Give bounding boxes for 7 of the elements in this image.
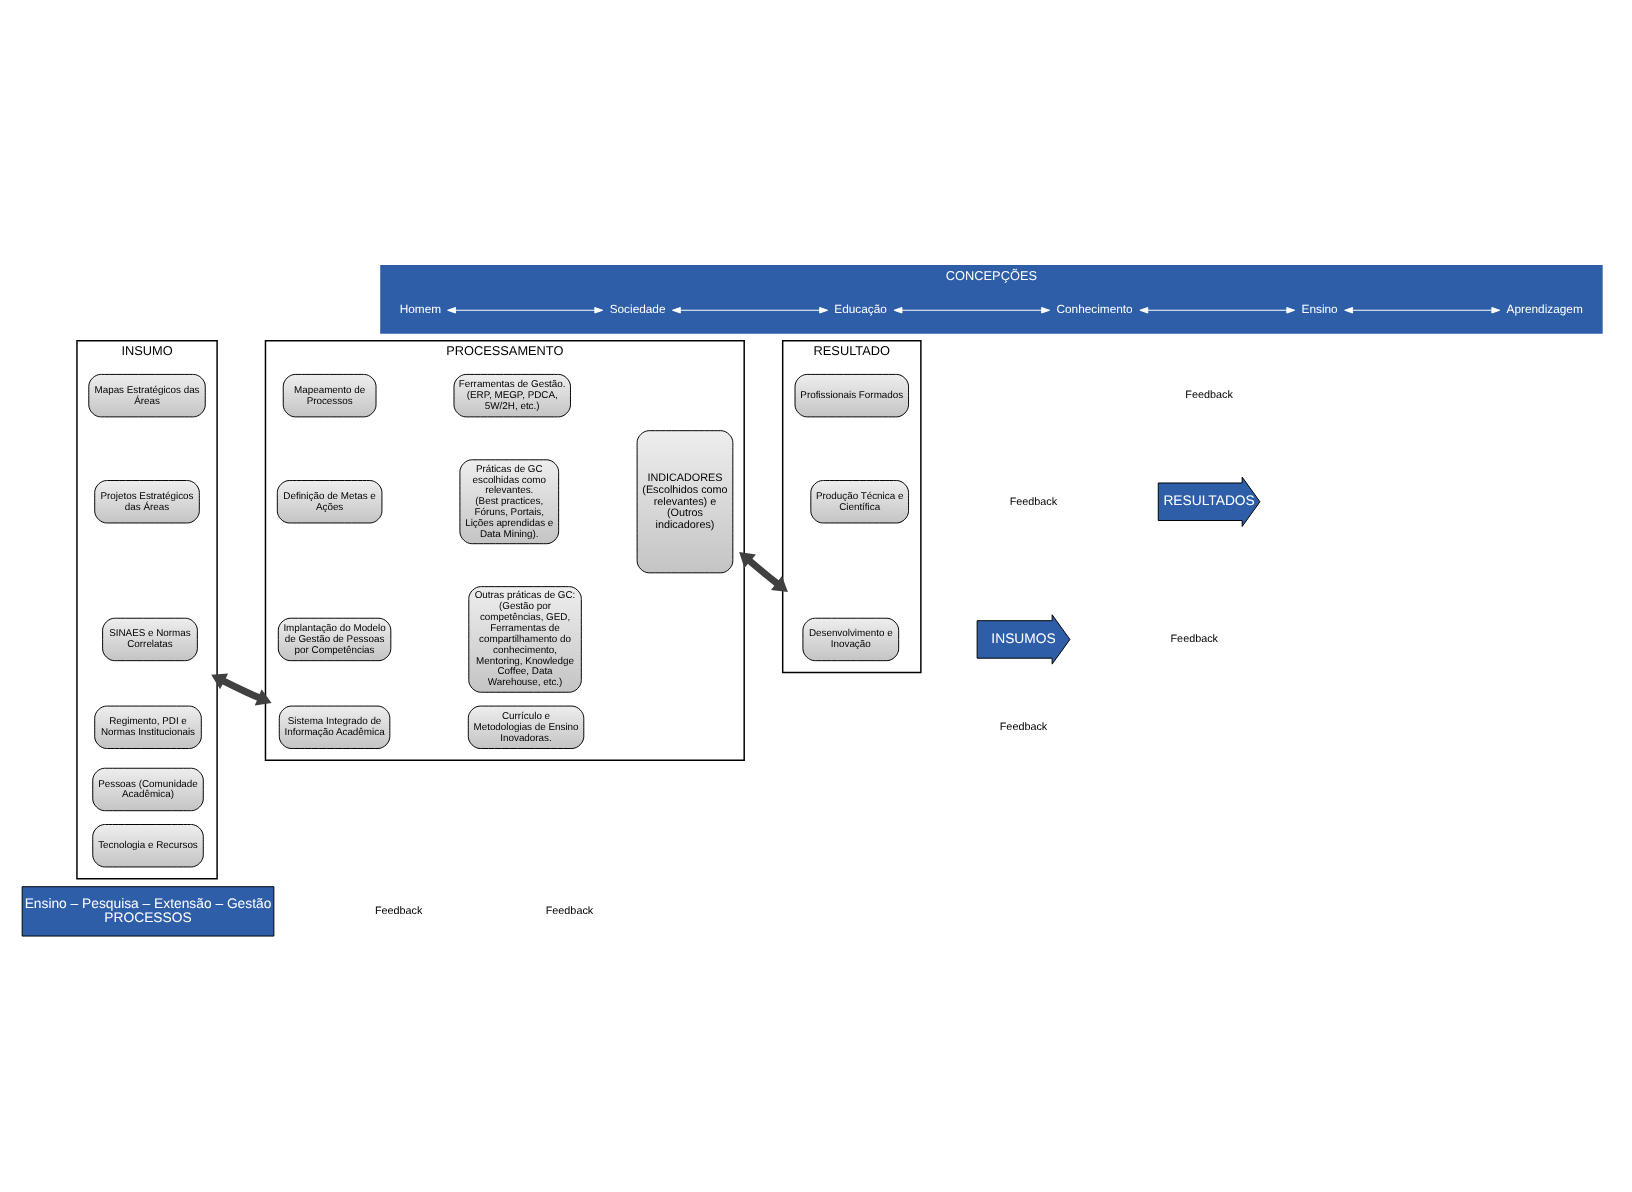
arrow	[739, 550, 788, 591]
arrow	[447, 306, 604, 313]
arrow	[1139, 306, 1296, 313]
arrow	[671, 306, 829, 313]
arrow	[893, 306, 1051, 313]
arrow	[1344, 306, 1501, 313]
arrow	[211, 672, 272, 705]
